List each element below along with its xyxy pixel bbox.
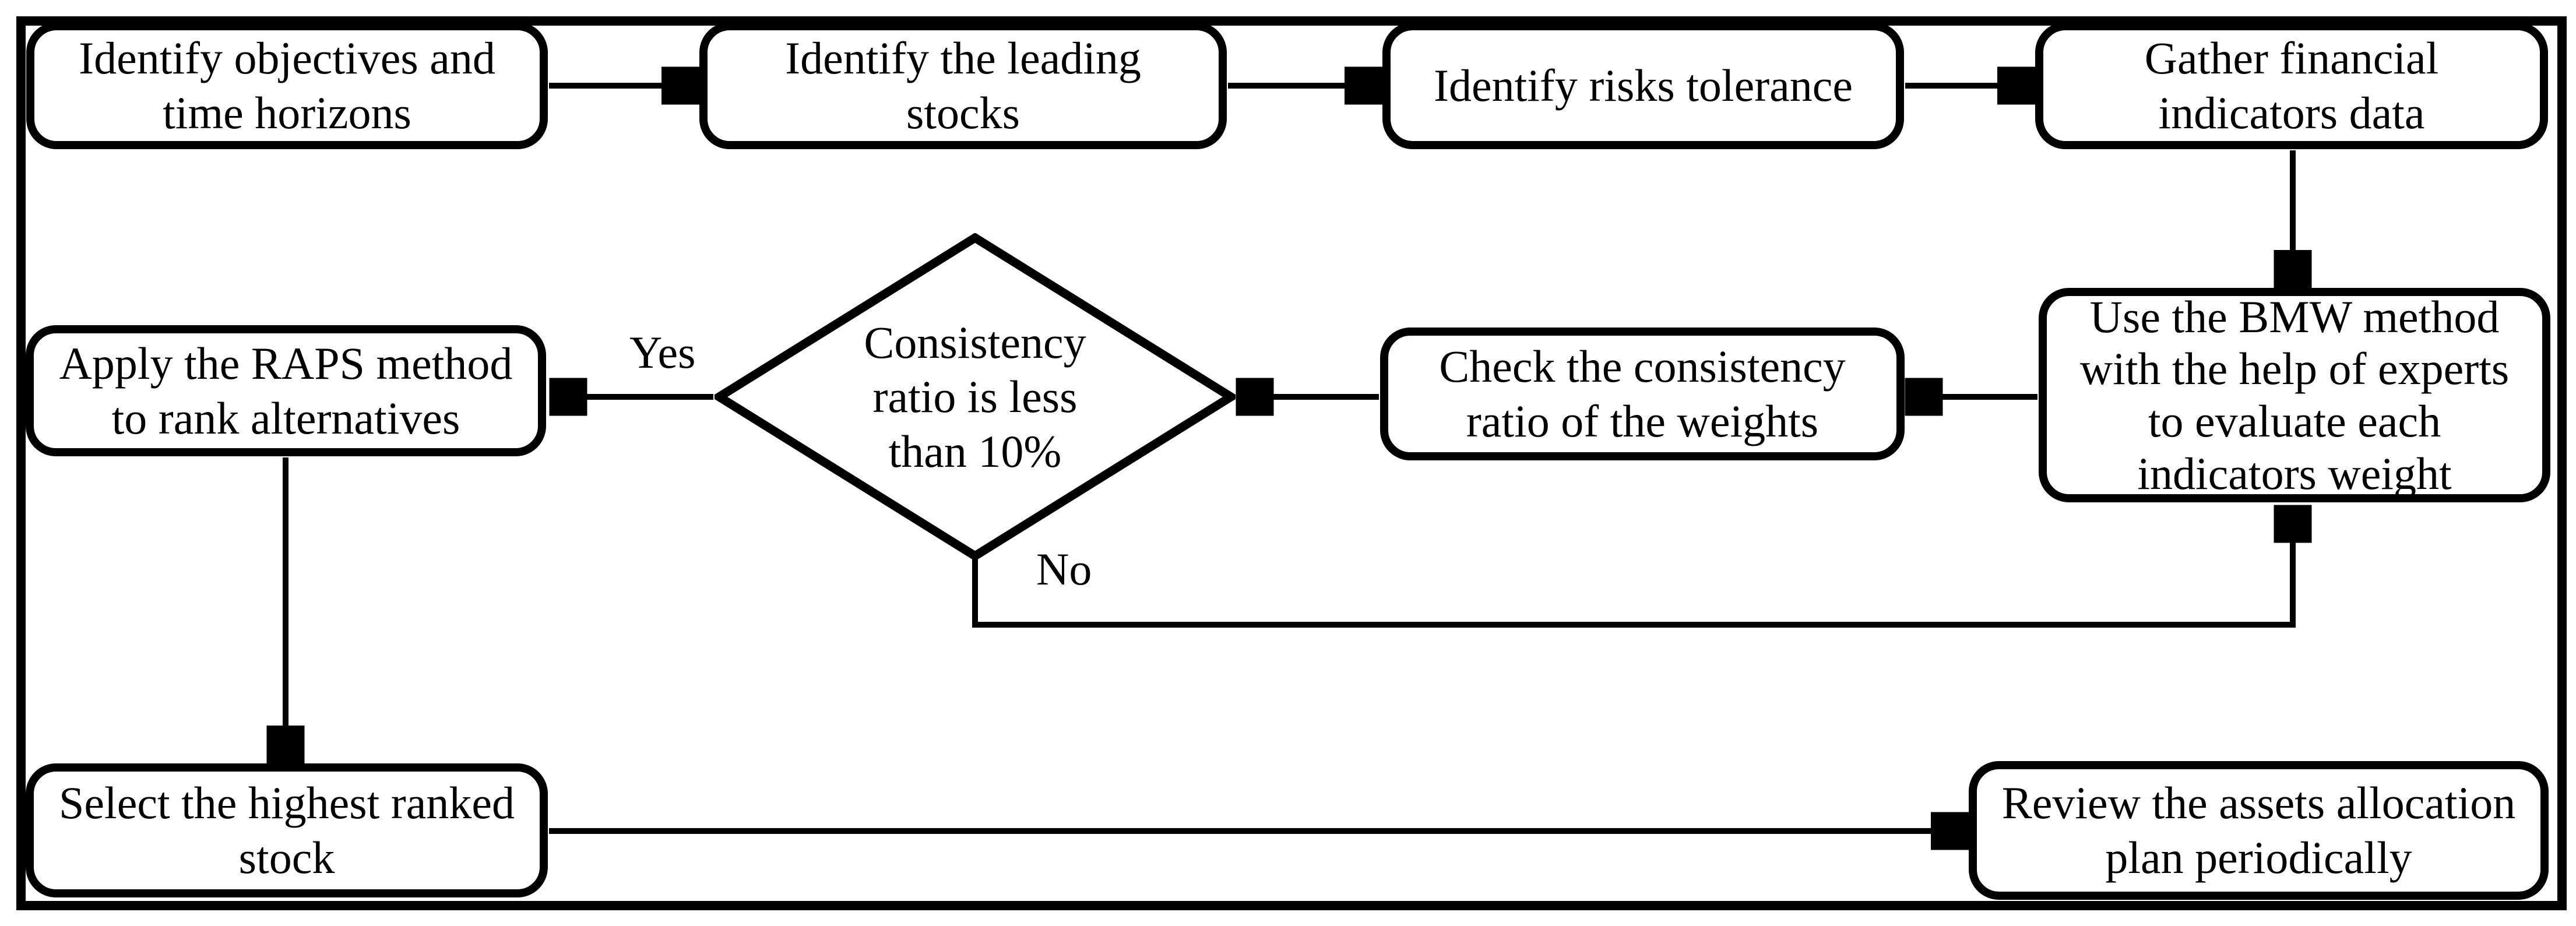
edge-label-yes: Yes [629,327,696,378]
node-gather-financial-data: Gather financial indicators data [2035,22,2548,149]
edge-label-no: No [1036,544,1092,594]
figure-border [16,16,2567,910]
node-select-stock: Select the highest ranked stock [26,763,548,897]
node-identify-risk-tolerance: Identify risks tolerance [1382,22,1904,149]
node-apply-raps: Apply the RAPS method to rank alternativ… [26,325,546,456]
node-check-consistency: Check the consistency ratio of the weigh… [1380,328,1905,460]
decision-label: Consistency ratio is less than 10% [864,316,1086,477]
node-identify-leading-stocks: Identify the leading stocks [699,22,1227,149]
node-review-plan: Review the assets allocation plan period… [1969,761,2549,900]
node-identify-objectives: Identify objectives and time horizons [26,22,548,149]
node-consistency-decision: Consistency ratio is less than 10% [715,233,1236,561]
node-use-bmw-method: Use the BMW method with the help of expe… [2039,288,2550,502]
